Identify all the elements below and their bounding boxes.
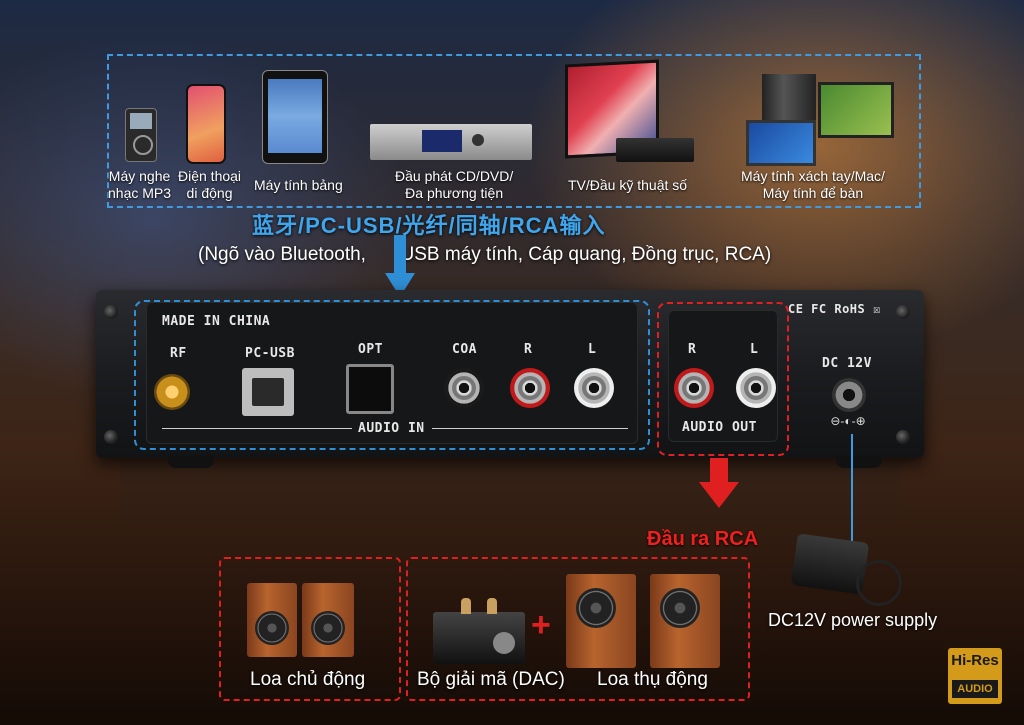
power-supply-label: DC12V power supply <box>768 610 938 630</box>
hi-res-logo-line2: AUDIO <box>952 680 998 698</box>
audio-out-highlight <box>657 302 789 456</box>
port-label-dc: DC 12V <box>822 356 872 371</box>
dac-label: Bộ giải mã (DAC) <box>417 669 565 690</box>
computer-label-line1: Máy tính xách tay/Mac/ <box>741 168 885 184</box>
phone-label-line2: di động <box>186 185 233 201</box>
arrow-down-red-icon <box>699 458 739 508</box>
port-label-out-r: R <box>688 342 697 357</box>
rca-in-right-port <box>510 368 550 408</box>
inputs-heading-part2: USB máy tính, Cáp quang, Đồng trục, RCA) <box>400 244 772 265</box>
active-speakers-label: Loa chủ động <box>250 669 366 690</box>
audio-in-rule-right <box>432 428 628 429</box>
active-speaker-right-image <box>302 583 354 657</box>
tv-label: TV/Đầu kỹ thuật số <box>568 177 687 194</box>
passive-speaker-right-image <box>650 574 720 668</box>
cd-player-label-line2: Đa phương tiện <box>405 185 504 201</box>
arrow-down-icon <box>385 235 415 297</box>
dac-passive-speakers-box <box>406 557 750 701</box>
coaxial-port <box>444 368 484 408</box>
audio-in-highlight <box>134 300 650 450</box>
tablet-label: Máy tính bảng <box>254 177 343 194</box>
dc-polarity-icon: ⊖-◐-⊕ <box>830 414 866 428</box>
screw-icon <box>896 430 910 444</box>
passive-speakers-label: Loa thụ động <box>597 669 708 690</box>
tablet-image <box>262 70 328 164</box>
port-label-out-l: L <box>750 342 759 357</box>
power-cable-coil <box>856 560 902 606</box>
audio-in-label: AUDIO IN <box>358 421 425 436</box>
rca-out-right-port <box>674 368 714 408</box>
port-label-in-r: R <box>524 342 533 357</box>
monitor-image <box>818 82 894 138</box>
set-top-box-image <box>616 138 694 162</box>
certification-marks: CE FC RoHS ☒ <box>788 302 881 316</box>
port-label-rf: RF <box>170 346 187 361</box>
rf-antenna-port <box>154 374 190 410</box>
inputs-heading-part1: (Ngõ vào Bluetooth, <box>198 244 366 265</box>
laptop-image <box>746 120 816 166</box>
phone-label: Điện thoại di động <box>178 168 241 202</box>
port-label-in-l: L <box>588 342 597 357</box>
dac-amplifier-image <box>433 598 525 664</box>
mp3-label: Máy nghe nhạc MP3 <box>108 168 171 202</box>
made-in-label: MADE IN CHINA <box>162 314 271 329</box>
dc-power-jack <box>832 378 866 412</box>
port-label-pc-usb: PC-USB <box>245 346 295 361</box>
input-devices-box <box>107 54 921 208</box>
inputs-heading-vietnamese: (Ngõ vào Bluetooth, USB máy tính, Cáp qu… <box>198 244 771 266</box>
active-speaker-left-image <box>247 583 297 657</box>
inputs-heading-chinese: 蓝牙/PC-USB/光纤/同轴/RCA输入 <box>252 213 606 238</box>
cd-player-label: Đầu phát CD/DVD/ Đa phương tiện <box>395 168 513 202</box>
tv-label-line1: TV/Đầu kỹ thuật số <box>568 177 688 193</box>
audio-in-rule-left <box>162 428 352 429</box>
audio-out-label: AUDIO OUT <box>682 420 757 435</box>
port-label-opt: OPT <box>358 342 383 357</box>
computer-label: Máy tính xách tay/Mac/ Máy tính để bàn <box>741 168 885 202</box>
rca-out-left-port <box>736 368 776 408</box>
cd-player-label-line1: Đầu phát CD/DVD/ <box>395 168 514 184</box>
hi-res-audio-logo: Hi-Res AUDIO <box>948 648 1002 704</box>
screw-icon <box>896 305 910 319</box>
port-label-coa: COA <box>452 342 477 357</box>
usb-b-port <box>242 368 294 416</box>
foot <box>836 456 882 468</box>
screw-icon <box>104 305 118 319</box>
rca-in-left-port <box>574 368 614 408</box>
foot <box>168 456 214 468</box>
phone-label-line1: Điện thoại <box>178 168 242 184</box>
mp3-player-image <box>125 108 157 162</box>
power-cable-line <box>851 434 853 546</box>
smartphone-image <box>186 84 226 164</box>
passive-speaker-left-image <box>566 574 636 668</box>
optical-port <box>346 364 394 414</box>
hi-res-logo-line1: Hi-Res <box>951 652 999 669</box>
computer-label-line2: Máy tính để bàn <box>762 185 864 201</box>
cd-player-image <box>370 124 532 160</box>
panel-reflection <box>120 462 900 532</box>
mp3-label-line1: Máy nghe <box>108 168 171 184</box>
active-speakers-box <box>219 557 401 701</box>
plus-sign: + <box>531 606 551 644</box>
rca-output-label: Đầu ra RCA <box>647 528 759 550</box>
mp3-label-line2: nhạc MP3 <box>108 185 172 201</box>
screw-icon <box>104 430 118 444</box>
tablet-label-line1: Máy tính bảng <box>254 177 343 193</box>
